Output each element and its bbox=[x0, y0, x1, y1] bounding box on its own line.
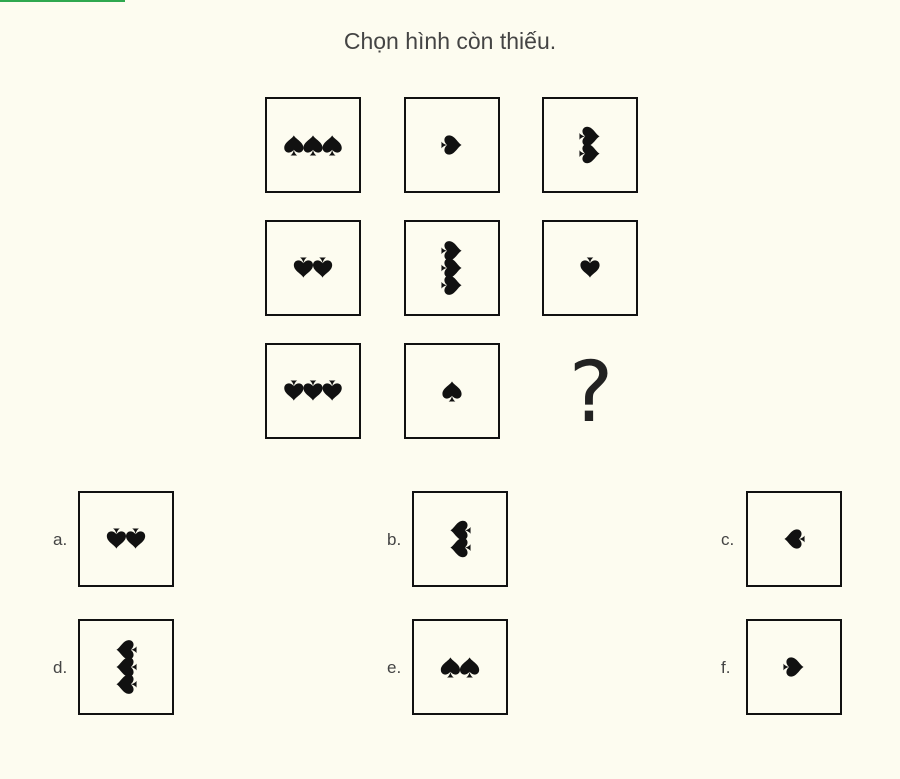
grid-cell-1 bbox=[265, 97, 361, 193]
grid-cell-4-art bbox=[293, 257, 333, 278]
spade-icon bbox=[784, 529, 805, 549]
option-d-label: d. bbox=[53, 658, 68, 677]
option-b-label: b. bbox=[387, 530, 402, 549]
spade-icon bbox=[106, 528, 126, 549]
spade-icon bbox=[284, 380, 304, 401]
option-e-label: e. bbox=[387, 658, 402, 677]
option-a[interactable] bbox=[78, 491, 174, 587]
option-a-art bbox=[106, 528, 146, 549]
option-d[interactable] bbox=[78, 619, 174, 715]
grid-cell-2 bbox=[404, 97, 500, 193]
grid-cell-6 bbox=[542, 220, 638, 316]
spade-icon bbox=[441, 258, 462, 278]
grid-cell-3-art bbox=[579, 126, 600, 164]
grid-cell-1-art bbox=[284, 135, 342, 156]
option-d-art bbox=[116, 640, 137, 694]
spade-icon bbox=[579, 126, 600, 146]
option-b[interactable] bbox=[412, 491, 508, 587]
spade-icon bbox=[450, 520, 471, 540]
progress-bar bbox=[0, 0, 125, 2]
grid-cell-2-art bbox=[441, 135, 462, 155]
spade-icon bbox=[441, 241, 462, 261]
spade-icon bbox=[322, 135, 342, 156]
spade-icon bbox=[116, 640, 137, 660]
spade-icon bbox=[441, 275, 462, 295]
option-c[interactable] bbox=[746, 491, 842, 587]
spade-icon bbox=[783, 657, 804, 677]
grid-cell-7 bbox=[265, 343, 361, 439]
option-e[interactable] bbox=[412, 619, 508, 715]
spade-icon bbox=[580, 257, 600, 278]
spade-icon bbox=[442, 381, 462, 402]
grid-cell-5 bbox=[404, 220, 500, 316]
spade-icon bbox=[116, 674, 137, 694]
grid-cell-4 bbox=[265, 220, 361, 316]
grid-cell-6-art bbox=[580, 257, 600, 278]
spade-icon bbox=[460, 657, 480, 678]
spade-icon bbox=[116, 657, 137, 677]
grid-cell-8 bbox=[404, 343, 500, 439]
option-a-label: a. bbox=[53, 530, 68, 549]
option-c-label: c. bbox=[721, 530, 735, 549]
option-f[interactable] bbox=[746, 619, 842, 715]
spade-icon bbox=[322, 380, 342, 401]
option-f-art bbox=[783, 657, 804, 677]
option-b-art bbox=[450, 520, 471, 558]
spade-icon bbox=[303, 380, 323, 401]
option-f-label: f. bbox=[721, 658, 731, 677]
spade-icon bbox=[303, 135, 323, 156]
missing-cell-question-mark: ? bbox=[568, 343, 614, 441]
spade-icon bbox=[579, 144, 600, 164]
spade-icon bbox=[450, 538, 471, 558]
grid-cell-3 bbox=[542, 97, 638, 193]
spade-icon bbox=[126, 528, 146, 549]
question-title: Chọn hình còn thiếu. bbox=[343, 28, 557, 54]
spade-icon bbox=[293, 257, 313, 278]
spade-icon bbox=[284, 135, 304, 156]
grid-cell-8-art bbox=[442, 381, 462, 402]
grid-cell-5-art bbox=[441, 241, 462, 295]
spade-icon bbox=[313, 257, 333, 278]
spade-icon bbox=[440, 657, 460, 678]
option-c-art bbox=[784, 529, 805, 549]
spade-icon bbox=[441, 135, 462, 155]
option-e-art bbox=[440, 657, 480, 678]
grid-cell-7-art bbox=[284, 380, 342, 401]
